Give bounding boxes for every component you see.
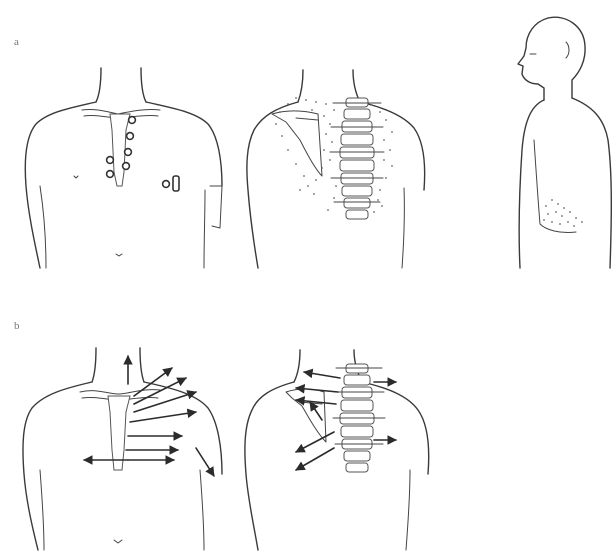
arm-outline [519, 98, 611, 268]
head-profile [518, 17, 585, 100]
stipple-arm [543, 199, 583, 227]
scapula-b [286, 389, 326, 442]
back-torso-outline [247, 70, 425, 268]
back-torso-arrows [245, 350, 429, 550]
front-torso-arrows [23, 348, 222, 550]
spine-b [333, 364, 385, 472]
nipples [74, 176, 122, 256]
navel-mark [114, 540, 122, 543]
back-torso-outline-b [245, 350, 429, 550]
arrows-front [84, 356, 214, 476]
stipple-back [275, 97, 393, 213]
spine [330, 98, 384, 219]
scapula [272, 111, 322, 176]
clavicles-and-sternum [82, 109, 160, 186]
side-profile-arm-referral [518, 17, 611, 268]
clavicles-and-sternum-b [80, 390, 160, 470]
front-torso-tender-points [25, 68, 222, 268]
back-torso-referral-area [247, 70, 425, 268]
